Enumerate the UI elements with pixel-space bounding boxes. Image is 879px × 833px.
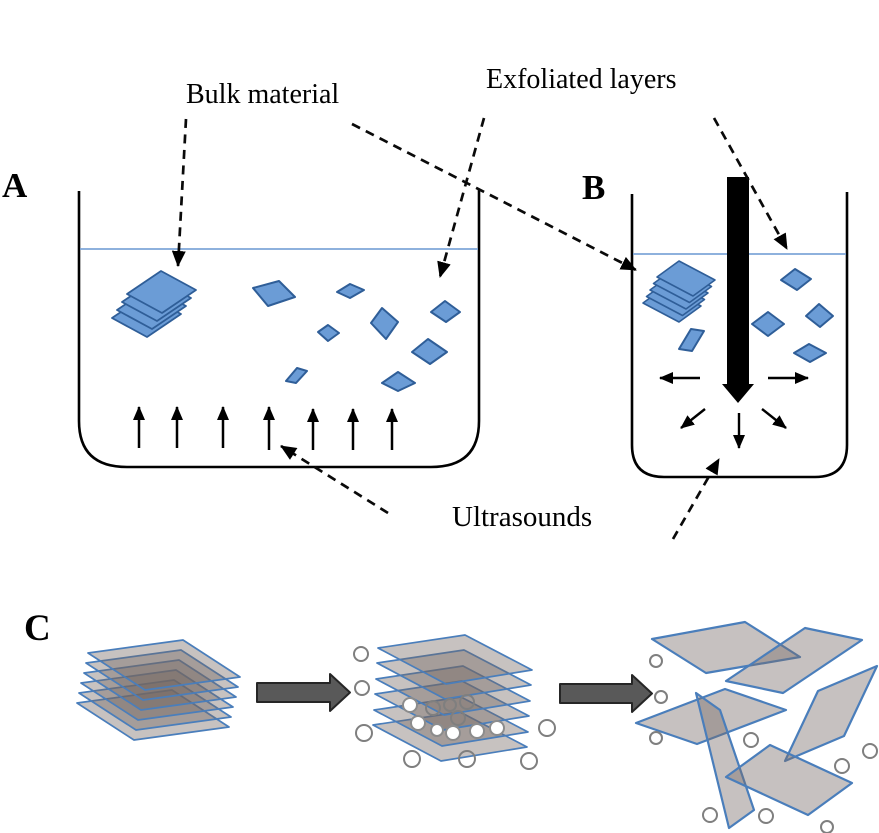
cavitation-arrows: [659, 372, 809, 449]
beaker-a: [77, 190, 481, 469]
bubble-icon: [425, 700, 441, 716]
beaker-a-outline: [77, 190, 481, 469]
panel-label-b: B: [582, 168, 606, 207]
sheet-layer: [376, 649, 532, 700]
bubble-icon: [469, 723, 485, 739]
bubble-icon: [758, 808, 774, 824]
panel-label-a: A: [2, 166, 28, 205]
flake: [381, 371, 416, 392]
probe-tip-icon: [722, 384, 754, 403]
bubble-icon: [403, 750, 421, 768]
flake: [317, 324, 340, 342]
panel-label-c: C: [24, 608, 51, 649]
flake: [430, 300, 461, 323]
bubble-icon: [458, 750, 476, 768]
bubble-icon: [459, 694, 475, 710]
bubble-icon: [702, 807, 718, 823]
exfoliated-sheet: [694, 691, 756, 830]
pointer-bulk-to-a-icon: [171, 118, 188, 267]
flake: [285, 367, 308, 384]
bubble-icon: [430, 723, 444, 737]
bubble-icon: [743, 732, 759, 748]
cavitation-arrow-icon: [680, 408, 706, 429]
flakes-c-right: [634, 620, 879, 830]
bubble-icon: [834, 758, 850, 774]
flake: [805, 303, 834, 328]
bubble-icon: [820, 820, 834, 833]
sheet-layer: [83, 659, 237, 711]
sonicator-probe: [722, 177, 754, 403]
pointer-ultrasounds-to-a-icon: [280, 444, 389, 515]
bubble-icon: [355, 724, 373, 742]
ultrasound-arrows: [133, 406, 398, 450]
flake: [411, 338, 448, 365]
cavitation-arrow-icon: [761, 408, 787, 429]
bubble-icon: [445, 725, 461, 741]
bulk-layer: [126, 270, 197, 314]
bubbles-right: [649, 654, 878, 833]
flake: [780, 268, 812, 291]
sheet-layer: [377, 634, 533, 685]
sheet-layer: [375, 665, 531, 716]
bubble-icon: [862, 743, 878, 759]
bubble-icon: [353, 646, 369, 662]
bubble-icon: [649, 731, 663, 745]
exfoliated-sheet: [650, 620, 802, 675]
flake: [751, 311, 785, 337]
block-arrow-1-icon: [256, 673, 351, 712]
flake: [370, 307, 399, 340]
bubble-icon: [450, 710, 466, 726]
bubble-icon: [354, 680, 370, 696]
sheet-layer: [85, 649, 239, 701]
bulk-stack-b: [642, 260, 716, 323]
bubble-icon: [402, 697, 418, 713]
exfoliated-flakes-a: [252, 280, 461, 392]
bubble-icon: [489, 720, 505, 736]
pointer-bulk-to-b-icon: [351, 122, 637, 272]
stack-c-middle: [372, 634, 533, 762]
stack-c-left: [76, 639, 241, 741]
exfoliated-sheet: [724, 626, 864, 695]
pointer-arrows: [171, 117, 789, 540]
flake: [336, 283, 365, 299]
exfoliated-sheet: [724, 743, 854, 817]
exfoliated-layers-label: Exfoliated layers: [486, 64, 677, 95]
bubble-icon: [410, 715, 426, 731]
bubbles-middle: [353, 646, 556, 770]
exfoliated-flakes-b: [678, 268, 834, 363]
exfoliated-sheet: [634, 687, 788, 746]
flake: [793, 343, 827, 363]
bubble-icon: [520, 752, 538, 770]
sheet-layer: [87, 639, 241, 691]
flake: [252, 280, 296, 307]
flake: [678, 328, 705, 352]
bubble-icon: [649, 654, 663, 668]
bulk-layer: [656, 260, 716, 297]
probe-shaft: [727, 177, 749, 387]
exfoliated-sheet: [783, 664, 879, 763]
bulk-stack-a: [111, 270, 197, 338]
pointer-exfoliated-to-a-icon: [437, 117, 486, 278]
bubble-icon: [443, 698, 457, 712]
ultrasounds-label: Ultrasounds: [452, 501, 593, 533]
block-arrow-2-icon: [559, 674, 653, 713]
pointer-exfoliated-to-b-icon: [712, 117, 789, 250]
bulk-material-label: Bulk material: [186, 79, 340, 110]
bubble-icon: [654, 690, 668, 704]
beaker-b-outline: [630, 192, 849, 479]
bubble-icon: [538, 719, 556, 737]
pointer-ultrasounds-to-b-icon: [671, 458, 721, 540]
